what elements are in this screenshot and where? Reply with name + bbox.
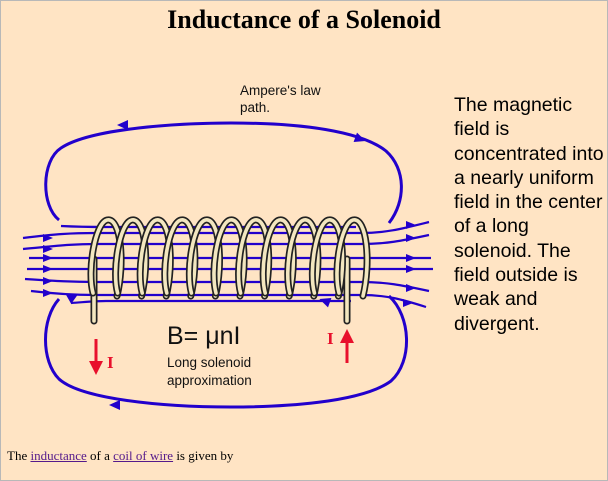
page-title: Inductance of a Solenoid [167, 5, 441, 34]
arrow-upper-left [117, 120, 128, 130]
coil-turns [87, 216, 371, 300]
coil-turn [212, 218, 246, 298]
coil-turn [89, 218, 123, 298]
current-label-left: I [107, 353, 114, 372]
coil-turn [335, 218, 369, 298]
arrow-upper-right [353, 132, 366, 142]
footer-part2: of a [86, 448, 114, 463]
approx-label-line1: Long solenoid [167, 355, 251, 370]
inductance-link[interactable]: inductance [30, 448, 87, 463]
solenoid-diagram: Ampere's law path. B= μnI Long solenoid … [22, 83, 433, 410]
arrow-lower-left [109, 400, 120, 410]
current-arrowhead-up [340, 329, 354, 343]
coil-turn [261, 218, 296, 298]
current-arrows [89, 329, 354, 375]
current-arrowhead-down [89, 361, 103, 375]
interior-field-lines [22, 220, 433, 309]
lower-field-loop [44, 294, 408, 409]
ampere-label-line1: Ampere's law [240, 83, 321, 98]
coil-turn [236, 218, 271, 298]
footer-part3: is given by [173, 448, 234, 463]
approx-label-line2: approximation [167, 373, 252, 388]
upper-field-loop [44, 121, 403, 224]
current-label-right: I [327, 329, 334, 348]
description-text: The magnetic field is concentrated into … [454, 94, 604, 335]
coil-turn [163, 218, 197, 298]
coil-turn [113, 218, 148, 298]
coil-turn [187, 218, 222, 298]
outer-field-loops [44, 121, 408, 409]
arrow-lower-left-2 [66, 294, 79, 304]
coil-turn [310, 218, 345, 298]
coil-of-wire-link[interactable]: coil of wire [113, 448, 174, 463]
solenoid-coil [87, 216, 371, 325]
coil-turn [286, 218, 320, 298]
interior-arrows [43, 221, 416, 307]
footer-part1: The [7, 448, 31, 463]
formula: B= μnI [167, 322, 240, 350]
ampere-label-line2: path. [240, 100, 270, 115]
footer-text: The inductance of a coil of wire is give… [7, 448, 233, 464]
coil-turn [138, 218, 173, 298]
